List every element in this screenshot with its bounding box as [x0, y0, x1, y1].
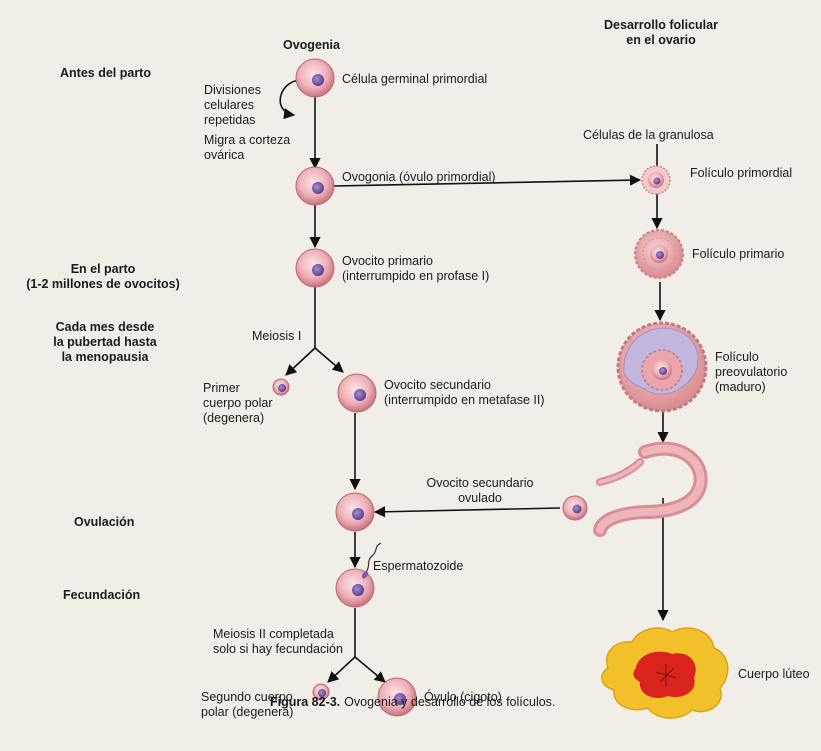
- stage-fertilization: Fecundación: [63, 588, 140, 603]
- figure-caption-text: Ovogenia y desarrollo de los folículos.: [344, 695, 555, 709]
- header-ovogenia: Ovogenia: [283, 38, 340, 53]
- label-corpus-luteum: Cuerpo lúteo: [738, 667, 810, 682]
- primordial-follicle: [642, 166, 670, 194]
- label-first-polar-body: Primer cuerpo polar (degenera): [203, 381, 273, 426]
- label-meiosis-1: Meiosis I: [252, 329, 301, 344]
- label-primary-follicle: Folículo primario: [692, 247, 784, 262]
- figure-number: Figura 82-3.: [270, 695, 340, 709]
- corpus-luteum: [602, 628, 728, 718]
- arrow-meiosis1-left: [286, 348, 315, 375]
- preovulatory-follicle: [618, 323, 706, 411]
- ruptured-follicle: [600, 449, 701, 530]
- label-migrates: Migra a corteza ovárica: [204, 133, 290, 163]
- cell-fertilized-oocyte: [336, 543, 381, 607]
- cell-primary-oocyte: [296, 249, 334, 287]
- cell-ovulated-oocyte: [563, 496, 587, 520]
- cell-primordial-germ: [296, 59, 334, 97]
- primary-follicle: [635, 230, 683, 278]
- stage-monthly: Cada mes desde la pubertad hasta la meno…: [40, 320, 170, 365]
- stage-ovulation: Ovulación: [74, 515, 134, 530]
- cell-ovulation-oocyte: [336, 493, 374, 531]
- label-primordial-follicle: Folículo primordial: [690, 166, 792, 181]
- label-primordial-germ-cell: Célula germinal primordial: [342, 72, 487, 87]
- cell-secondary-oocyte: [338, 374, 376, 412]
- arrow-meiosis1-right: [315, 348, 343, 372]
- cell-oogonia: [296, 167, 334, 205]
- arrow-meiosis2-left: [328, 657, 355, 682]
- label-repeated-divisions: Divisiones celulares repetidas: [204, 83, 261, 128]
- label-meiosis-2: Meiosis II completada solo si hay fecund…: [213, 627, 343, 657]
- figure-caption: Figura 82-3. Ovogenia y desarrollo de los…: [270, 695, 555, 709]
- label-oogonia: Ovogonia (óvulo primordial): [342, 170, 496, 185]
- stage-at-birth: En el parto (1-2 millones de ovocitos): [8, 262, 198, 292]
- label-primary-oocyte: Ovocito primario (interrumpido en profas…: [342, 254, 489, 284]
- label-secondary-oocyte: Ovocito secundario (interrumpido en meta…: [384, 378, 545, 408]
- label-ovulated-oocyte: Ovocito secundario ovulado: [405, 476, 555, 506]
- label-sperm: Espermatozoide: [373, 559, 463, 574]
- label-granulosa-cells: Células de la granulosa: [583, 128, 714, 143]
- cell-first-polar-body: [273, 379, 289, 395]
- header-follicular-development: Desarrollo folicular en el ovario: [586, 18, 736, 48]
- arrow-ovulated-to-ovulation: [375, 508, 560, 512]
- arrow-meiosis2-right: [355, 657, 385, 682]
- stage-before-birth: Antes del parto: [60, 66, 151, 81]
- label-preovulatory-follicle: Folículo preovulatorio (maduro): [715, 350, 787, 395]
